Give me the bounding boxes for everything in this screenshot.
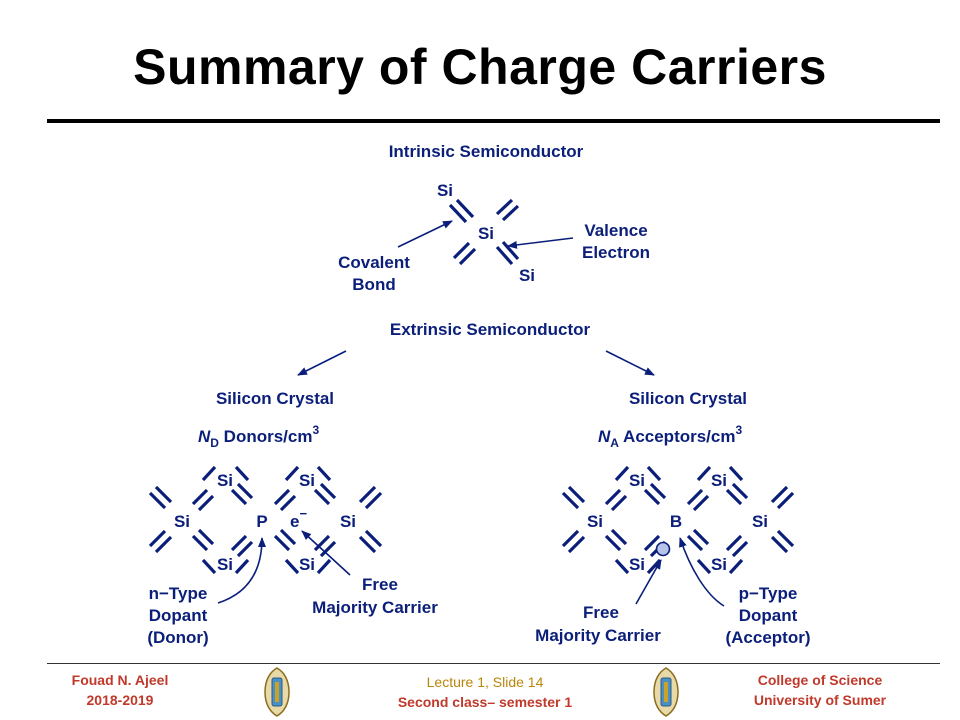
p-type-label-line1: p−Type — [739, 584, 798, 603]
footer-lecture: Lecture 1, Slide 14 — [426, 674, 544, 690]
n-si-top-2: Si — [299, 471, 315, 490]
footer-divider — [47, 663, 940, 664]
valence-electron-arrow — [507, 237, 574, 249]
intrinsic-si-center: Si — [478, 224, 494, 243]
donor-concentration-label: ND Donors/cm3 — [198, 423, 319, 450]
n-carrier-label-line1: Free — [362, 575, 398, 594]
hole-circle — [655, 541, 671, 557]
intrinsic-title: Intrinsic Semiconductor — [389, 142, 584, 161]
p-type-label-line2: Dopant — [739, 606, 798, 625]
n-type-label-line3: (Donor) — [147, 628, 208, 647]
university-crest-icon-left — [264, 667, 290, 717]
electron-charge: − — [299, 506, 307, 521]
p-si-bottom-2: Si — [711, 555, 727, 574]
p-si-top-2: Si — [711, 471, 727, 490]
p-type-lattice-bonds — [561, 465, 795, 575]
footer-lecture-block: Lecture 1, Slide 14 Second class– semest… — [370, 672, 600, 712]
p-carrier-label-line1: Free — [583, 603, 619, 622]
p-dopant-atom: B — [670, 512, 682, 531]
n-si-left: Si — [174, 512, 190, 531]
n-type-label-line2: Dopant — [149, 606, 208, 625]
valence-electron-label-line1: Valence — [584, 221, 647, 240]
n-carrier-label-line2: Majority Carrier — [312, 598, 438, 617]
extrinsic-title: Extrinsic Semiconductor — [390, 320, 591, 339]
covalent-bond-label-line1: Covalent — [338, 253, 410, 272]
acceptor-symbol: N — [598, 427, 611, 446]
valence-electron-label-line2: Electron — [582, 243, 650, 262]
p-dopant-arrow — [679, 537, 725, 607]
n-si-bottom-2: Si — [299, 555, 315, 574]
university-crest-icon-right — [653, 667, 679, 717]
p-si-right: Si — [752, 512, 768, 531]
right-crystal-label: Silicon Crystal — [629, 389, 747, 408]
n-si-top-1: Si — [217, 471, 233, 490]
left-crystal-label: Silicon Crystal — [216, 389, 334, 408]
acceptor-subscript: A — [610, 436, 619, 450]
n-dopant-atom: P — [256, 512, 267, 531]
extrinsic-left-arrow — [297, 350, 347, 376]
footer-author-block: Fouad N. Ajeel 2018-2019 — [40, 670, 200, 710]
footer-college-block: College of Science University of Sumer — [730, 670, 910, 710]
p-type-label-line3: (Acceptor) — [725, 628, 810, 647]
charge-carrier-diagram: Intrinsic Semiconductor Si Si Si Covalen… — [147, 142, 810, 647]
footer-college: College of Science — [757, 672, 883, 688]
p-si-left: Si — [587, 512, 603, 531]
footer-course: Second class– semester 1 — [397, 694, 573, 710]
donor-symbol: N — [198, 427, 211, 446]
n-dopant-arrow — [217, 537, 266, 604]
p-si-top-1: Si — [629, 471, 645, 490]
p-carrier-arrow — [635, 559, 662, 605]
footer-year: 2018-2019 — [86, 692, 154, 708]
electron-symbol: e — [290, 512, 299, 531]
donor-superscript: 3 — [312, 423, 319, 437]
intrinsic-si-bottom: Si — [519, 266, 535, 285]
p-si-bottom-1: Si — [629, 555, 645, 574]
covalent-bond-arrow — [397, 220, 453, 248]
acceptor-concentration-label: NA Acceptors/cm3 — [598, 423, 742, 450]
n-carrier-arrow — [301, 530, 351, 576]
slide-title: Summary of Charge Carriers — [133, 39, 827, 95]
n-type-label-line1: n−Type — [149, 584, 208, 603]
donor-unit: Donors/cm — [219, 427, 313, 446]
acceptor-unit: Acceptors/cm — [619, 427, 736, 446]
footer-author: Fouad N. Ajeel — [71, 672, 169, 688]
n-type-lattice-bonds — [148, 465, 383, 575]
title-divider — [47, 119, 940, 123]
extrinsic-right-arrow — [605, 350, 655, 376]
acceptor-superscript: 3 — [735, 423, 742, 437]
p-carrier-label-line2: Majority Carrier — [535, 626, 661, 645]
footer-university: University of Sumer — [753, 692, 887, 708]
n-si-bottom-1: Si — [217, 555, 233, 574]
intrinsic-lattice — [448, 198, 520, 266]
n-si-right: Si — [340, 512, 356, 531]
donor-subscript: D — [210, 436, 219, 450]
covalent-bond-label-line2: Bond — [352, 275, 395, 294]
intrinsic-si-top: Si — [437, 181, 453, 200]
n-free-electron: e− — [290, 506, 307, 531]
